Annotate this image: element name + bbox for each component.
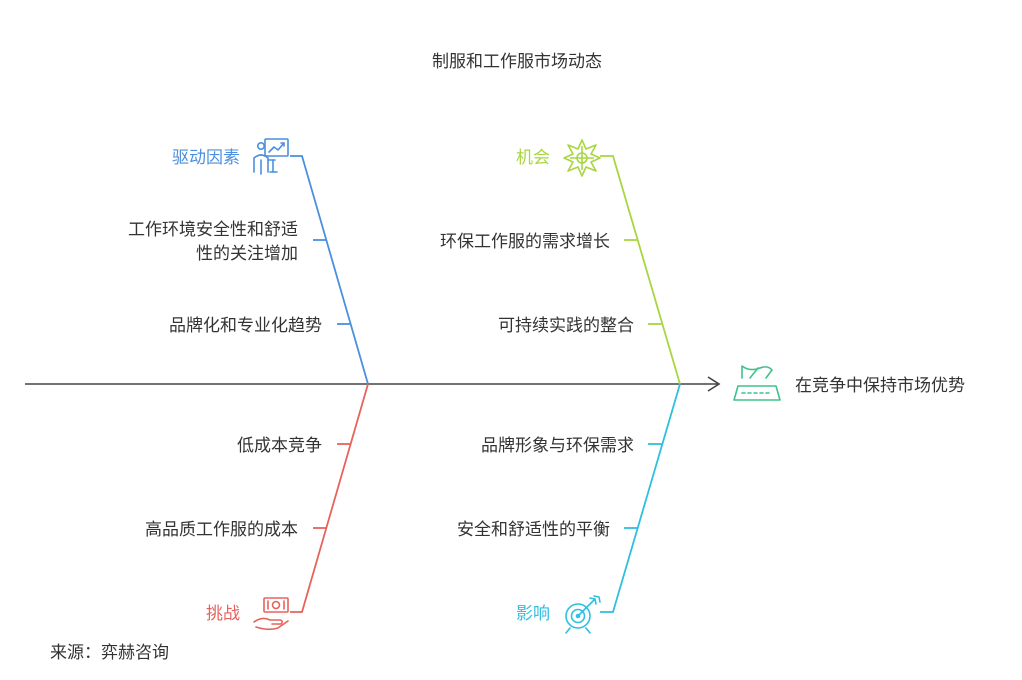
impacts-label: 影响 xyxy=(516,604,550,624)
opportunities-item-2: 可持续实践的整合 xyxy=(498,316,634,336)
opportunities-label: 机会 xyxy=(516,148,550,168)
target-arrow-icon xyxy=(565,595,601,634)
hand-money-icon xyxy=(253,597,289,631)
challenges-item-2: 高品质工作服的成本 xyxy=(145,520,298,540)
outcome: 在竞争中保持市场优势 xyxy=(733,365,965,401)
branch-challenges: 挑战 低成本竞争 高品质工作服的成本 xyxy=(145,383,369,631)
drivers-item-2: 品牌化和专业化趋势 xyxy=(169,316,322,336)
diagram-title: 制服和工作服市场动态 xyxy=(432,52,602,72)
branch-opportunities: 机会 环保工作服的需求增长 可持续实践的整合 xyxy=(440,139,681,385)
opportunities-item-1: 环保工作服的需求增长 xyxy=(440,232,610,252)
drivers-label: 驱动因素 xyxy=(172,148,240,168)
impacts-item-2: 安全和舒适性的平衡 xyxy=(457,520,610,540)
drivers-item-1-line-2: 性的关注增加 xyxy=(196,244,298,264)
source-note: 来源：弈赫咨询 xyxy=(50,643,169,663)
challenges-label: 挑战 xyxy=(206,604,240,624)
branch-impacts: 影响 品牌形象与环保需求 安全和舒适性的平衡 xyxy=(457,383,681,634)
star-burst-icon xyxy=(563,139,601,177)
presenter-chart-icon xyxy=(253,138,289,175)
drivers-bone xyxy=(290,155,369,385)
impacts-item-1: 品牌形象与环保需求 xyxy=(481,436,634,456)
main-spine xyxy=(25,376,721,392)
opportunities-bone xyxy=(600,155,681,385)
finish-line-trophy-icon xyxy=(733,365,781,401)
challenges-bone xyxy=(290,383,369,613)
spine-arrowhead xyxy=(707,376,721,392)
challenges-item-1: 低成本竞争 xyxy=(237,436,322,456)
branch-drivers: 驱动因素 工作环境安全性和舒适 性的关注增加 品牌化和专业化趋势 xyxy=(128,138,369,385)
impacts-bone xyxy=(600,383,681,613)
drivers-item-1-line-1: 工作环境安全性和舒适 xyxy=(128,220,298,240)
outcome-label: 在竞争中保持市场优势 xyxy=(795,376,965,396)
